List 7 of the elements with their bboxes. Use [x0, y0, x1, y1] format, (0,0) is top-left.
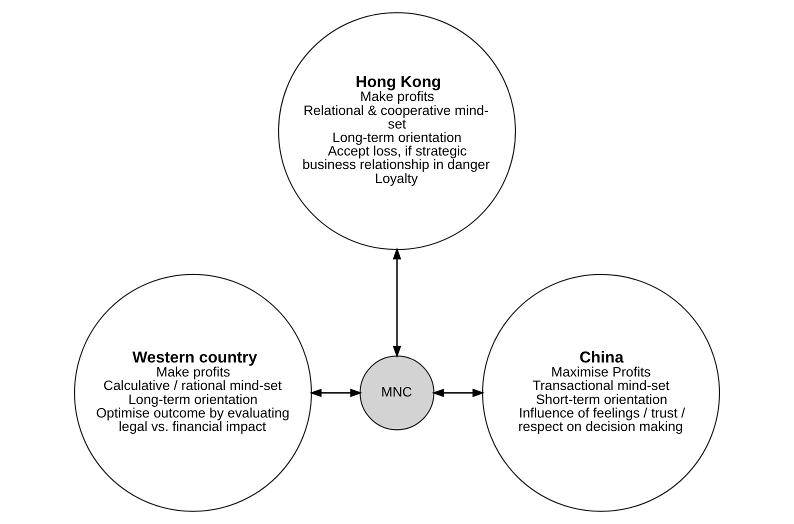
node-circle: China Maximise Profits Transactional mind-set Short-term orientation Influence of feelings / trust / respect on decision making	[482, 274, 720, 512]
arrow	[310, 388, 362, 398]
arrow	[392, 247, 402, 358]
node-circle: Western country Make profits Calculative / rational mind-set Long-term orientation Optimise outcome by evaluating legal vs. financial impact	[74, 274, 312, 512]
node-circle: Hong Kong Make profits Relational & cooperative mind-set Long-term orientation Accept loss, if strategic business relationship in danger Loyalty	[278, 12, 516, 250]
arrow	[432, 388, 485, 398]
node-circle: MNC	[360, 356, 434, 430]
